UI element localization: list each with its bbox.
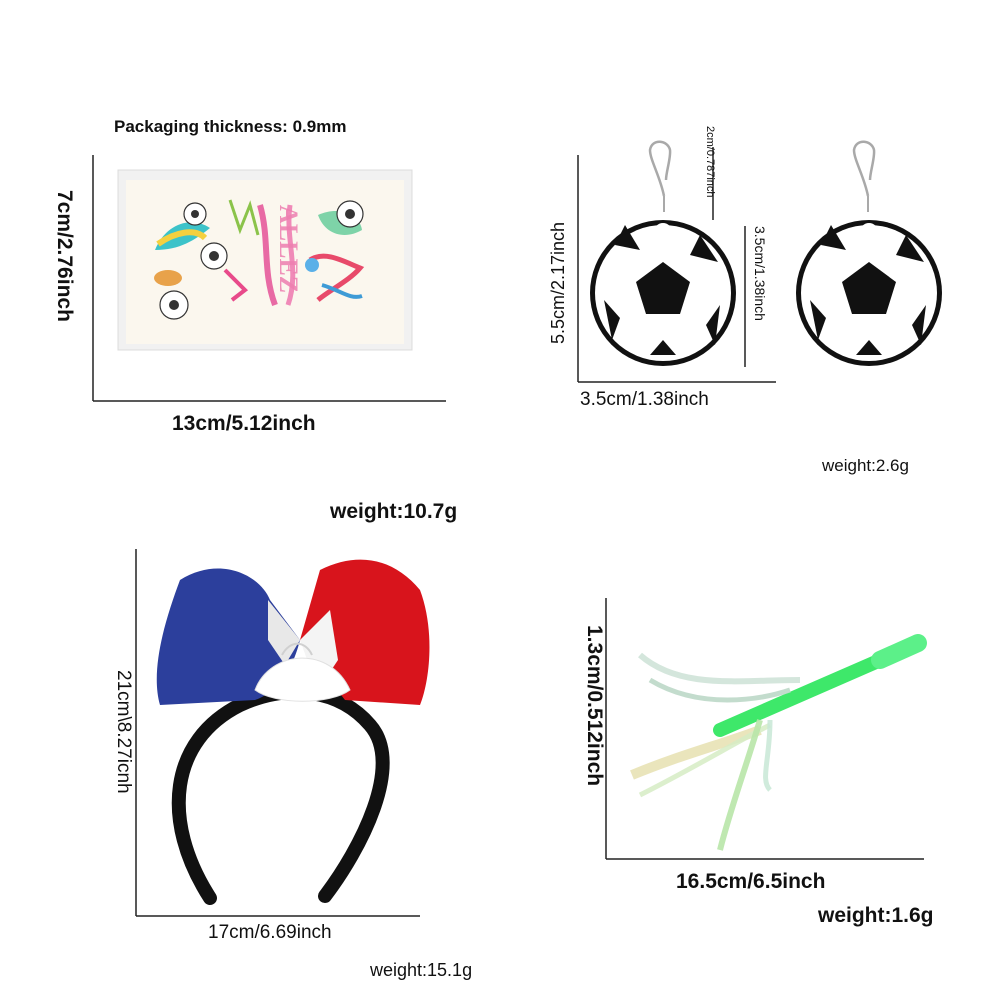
wand-weight-label: weight:1.6g (818, 904, 934, 927)
disc-height-label: 3.5cm/1.38inch (752, 226, 768, 321)
tattoo-allez-art: ALLEZ (274, 205, 300, 293)
headband-dimension-lines (135, 549, 420, 917)
earring-dimension-lines (577, 147, 776, 383)
headband-weight-label: weight:15.1g (370, 960, 473, 980)
earring-weight-label: weight:2.6g (822, 456, 909, 475)
earring-left (590, 140, 736, 366)
tattoo-dimension-lines (92, 155, 446, 402)
tattoo-allez-text: ALLEZ (274, 205, 300, 293)
tattoo-package (117, 169, 413, 351)
headband-height-label: 21cm\8.27icnh (113, 670, 134, 794)
tattoo-height-label: 7cm/2.76inch (53, 190, 76, 322)
earring-right (796, 140, 942, 366)
packaging-thickness-label: Packaging thickness: 0.9mm (114, 117, 347, 136)
wand (630, 634, 927, 851)
tattoo-width-label: 13cm/5.12inch (172, 412, 316, 435)
headband-width-label: 17cm/6.69inch (208, 922, 332, 943)
disc-width-label: 3.5cm/1.38inch (580, 389, 709, 410)
headband (156, 559, 430, 905)
wand-width-label: 16.5cm/6.5inch (676, 870, 826, 893)
wand-height-label: 1.3cm/0.512inch (583, 625, 606, 787)
tattoo-weight-label: weight:10.7g (330, 500, 458, 523)
hook-length-label: 2cm/0.787inch (704, 126, 716, 198)
earring-height-label: 5.5cm/2.17inch (548, 221, 568, 344)
wand-dimension-lines (605, 598, 924, 860)
